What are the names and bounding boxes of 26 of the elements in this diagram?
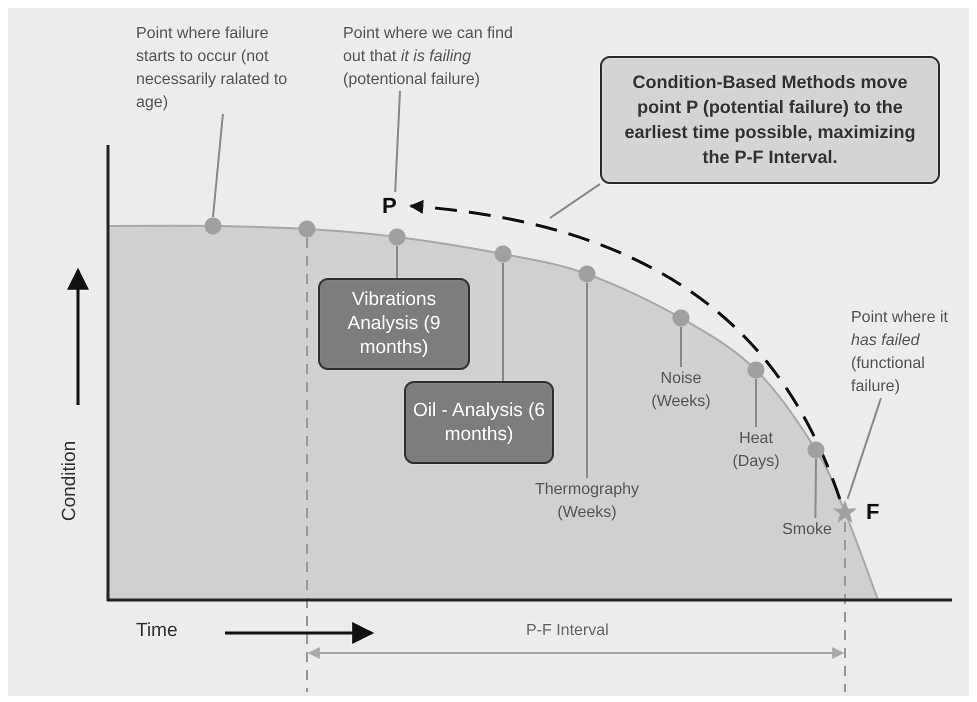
method-label: Noise (Weeks) bbox=[645, 367, 717, 413]
dimension-label: P-F Interval bbox=[526, 622, 609, 640]
axis-label: Condition bbox=[59, 440, 82, 522]
leader-line bbox=[755, 379, 757, 427]
arrow bbox=[409, 200, 842, 500]
method-label: Thermography (Weeks) bbox=[506, 478, 668, 524]
annotation-text: Point where we can find out that it is failing (potentional failure) bbox=[343, 22, 533, 91]
method-label: Heat (Days) bbox=[722, 427, 790, 473]
leader-line bbox=[396, 246, 398, 278]
point-letter: F bbox=[866, 498, 888, 526]
leader-line bbox=[586, 283, 588, 478]
point-letter: P bbox=[382, 192, 404, 220]
leader-line bbox=[502, 263, 504, 381]
leader-line bbox=[212, 114, 224, 218]
method-box: Vibrations Analysis (9 months) bbox=[318, 278, 470, 370]
leader-line bbox=[549, 183, 601, 219]
callout-box: Condition-Based Methods move point P (potential failure) to the earliest time possible, maximizing the P-F Interval. bbox=[600, 56, 940, 184]
method-box: Oil - Analysis (6 months) bbox=[404, 381, 554, 464]
leader-line bbox=[814, 458, 817, 518]
leader-line bbox=[680, 327, 682, 367]
annotation-text: Point where failure starts to occur (not necessarily ralated to age) bbox=[136, 22, 294, 114]
leader-line bbox=[846, 398, 882, 500]
leader-line bbox=[394, 90, 401, 192]
axis-label: Time bbox=[136, 620, 178, 642]
annotation-text: Point where it has failed (functional failure) bbox=[851, 306, 971, 398]
method-label: Smoke bbox=[772, 518, 842, 541]
